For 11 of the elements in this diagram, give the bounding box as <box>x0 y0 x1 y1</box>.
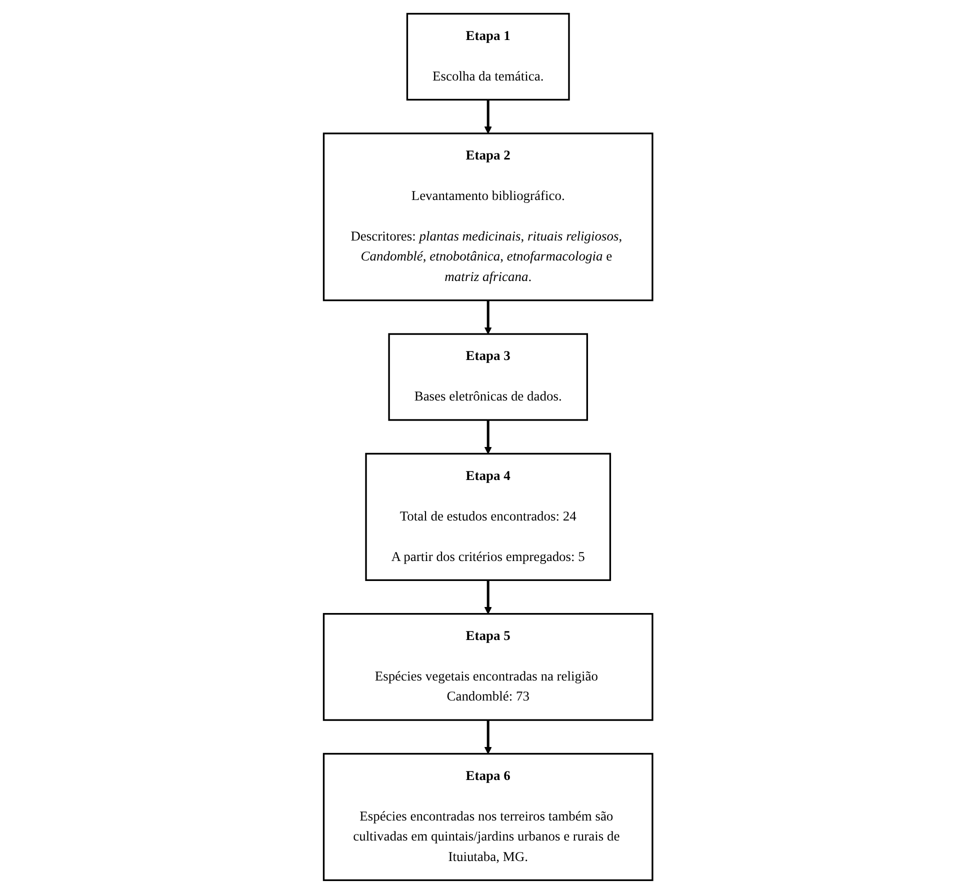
node-box: Etapa 2 Levantamento bibliográfico. Descritores: plantas medicinais, rituais religiosos, Candomblé, etnobotânica, etnofarmacologia e matriz africana. <box>322 132 654 302</box>
node-box: Etapa 1 Escolha da temática. <box>406 12 570 101</box>
node-box: Etapa 4 Total de estudos encontrados: 24 A partir dos critérios empregados: 5 <box>365 452 611 582</box>
node-box: Etapa 3 Bases eletrônicas de dados. <box>388 333 588 421</box>
node-box: Etapa 5 Espécies vegetais encontradas na religião Candomblé: 73 <box>322 613 654 721</box>
node-box: Etapa 6 Espécies encontradas nos terreiros também são cultivadas em quintais/jardins urbanos e rurais de Ituiutaba, MG. <box>322 752 654 882</box>
arrow <box>484 720 492 754</box>
arrow <box>484 300 492 334</box>
arrow <box>484 100 492 134</box>
arrow <box>484 580 492 614</box>
arrow <box>484 420 492 454</box>
